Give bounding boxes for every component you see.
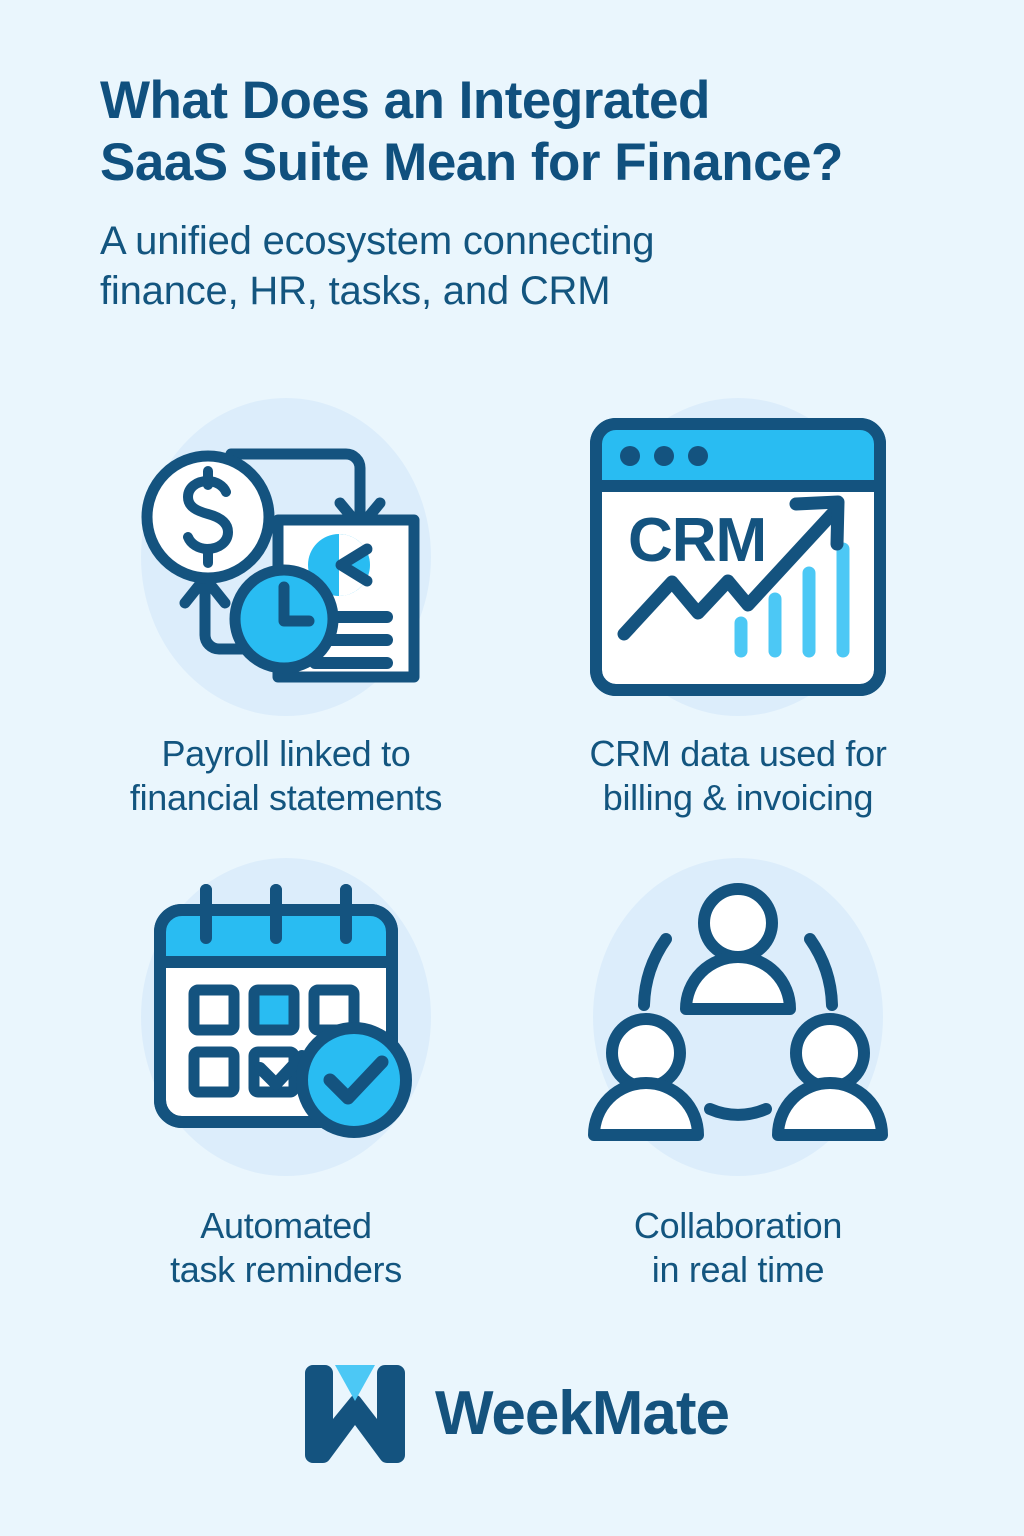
crm-screen-label: CRM bbox=[628, 506, 766, 575]
weekmate-w-logo-icon bbox=[304, 1365, 405, 1463]
window-dots-icon bbox=[620, 446, 708, 466]
person-icon-top bbox=[680, 883, 796, 1015]
crm-browser-chart-icon: CRM bbox=[590, 418, 886, 696]
calendar-day-selected bbox=[248, 984, 300, 1036]
page-subtitle-line-2: finance, HR, tasks, and CRM bbox=[100, 269, 611, 313]
caption-line-2: in real time bbox=[651, 1248, 825, 1290]
caption-line-2: financial statements bbox=[129, 776, 443, 818]
caption-line-2: task reminders bbox=[170, 1248, 402, 1290]
feature-card-collaboration: Collaboration in real time bbox=[512, 852, 964, 1312]
feature-card-crm: CRM CRM data used for bbox=[512, 392, 964, 852]
person-icon-right bbox=[772, 1013, 888, 1141]
feature-card-payroll: Payroll linked to financial statements bbox=[60, 392, 512, 852]
task-check-mark-icon bbox=[254, 1050, 308, 1090]
page-title: What Does an Integrated SaaS Suite Mean … bbox=[100, 70, 980, 194]
caption-line-2: billing & invoicing bbox=[602, 776, 874, 818]
calendar-icon-wrap bbox=[121, 852, 451, 1182]
clock-icon bbox=[229, 564, 339, 674]
logo-triangle-icon bbox=[334, 1365, 375, 1401]
caption-line-1: CRM data used for bbox=[589, 733, 887, 774]
person-icon-left bbox=[588, 1013, 704, 1141]
calendar-day-cells bbox=[188, 984, 360, 1098]
page-title-line-1: What Does an Integrated bbox=[100, 71, 710, 130]
trend-line-icon bbox=[617, 495, 845, 641]
page-subtitle: A unified ecosystem connecting finance, … bbox=[100, 216, 980, 316]
collaboration-icon-wrap bbox=[573, 852, 903, 1182]
caption-line-1: Automated bbox=[200, 1205, 372, 1246]
brand-name: WeekMate bbox=[434, 1379, 730, 1448]
caption-line-1: Collaboration bbox=[633, 1205, 843, 1246]
feature-caption-collaboration: Collaboration in real time bbox=[633, 1204, 843, 1292]
feature-caption-calendar: Automated task reminders bbox=[170, 1204, 402, 1292]
browser-title-bar bbox=[596, 424, 880, 486]
feature-grid: Payroll linked to financial statements bbox=[60, 392, 964, 1312]
page-title-line-2: SaaS Suite Mean for Finance? bbox=[100, 133, 843, 192]
caption-line-1: Payroll linked to bbox=[161, 733, 411, 774]
calendar-check-icon bbox=[154, 884, 412, 1138]
bar-chart-bars bbox=[734, 542, 850, 658]
feature-caption-payroll: Payroll linked to financial statements bbox=[130, 732, 442, 820]
footer-brand: WeekMate bbox=[0, 1355, 1024, 1473]
collaboration-people-icon bbox=[588, 883, 888, 1141]
payroll-document-clock-icon bbox=[141, 448, 420, 683]
crm-icon-wrap: CRM bbox=[573, 392, 903, 722]
pie-chart-icon bbox=[308, 534, 373, 596]
check-badge-icon bbox=[296, 1022, 412, 1138]
connection-arcs-icon bbox=[638, 933, 838, 1121]
feature-card-calendar: Automated task reminders bbox=[60, 852, 512, 1312]
header: What Does an Integrated SaaS Suite Mean … bbox=[100, 70, 980, 316]
feature-caption-crm: CRM data used for billing & invoicing bbox=[589, 732, 886, 820]
payroll-icon-wrap bbox=[121, 392, 451, 722]
page-subtitle-line-1: A unified ecosystem connecting bbox=[100, 219, 655, 263]
